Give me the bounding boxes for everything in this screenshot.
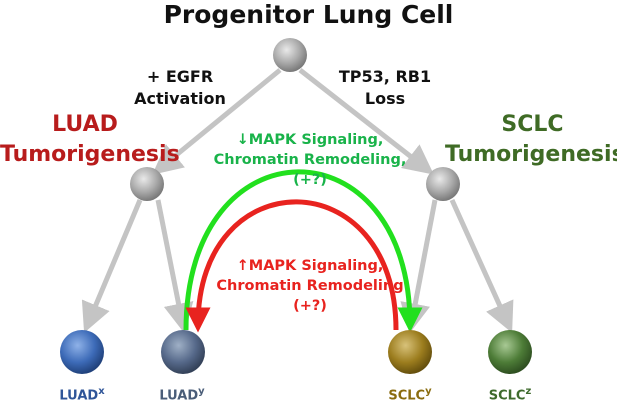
leaf-base: SCLC	[388, 388, 426, 404]
branch-right-line1: TP53, RB1	[338, 67, 432, 86]
branch-label-left: + EGFR Activation	[110, 66, 250, 110]
luady-node	[161, 330, 205, 374]
leaf-label-sclcz: SCLCz	[480, 386, 540, 403]
leaf-base: LUAD	[159, 388, 199, 404]
luadx-node	[60, 330, 104, 374]
branch-left-line1: + EGFR	[146, 67, 214, 86]
red-line3: (+?)	[293, 298, 327, 314]
sclcy-node	[388, 330, 432, 374]
leaf-base: LUAD	[59, 388, 99, 404]
arc-green-luad-to-sclc	[183, 169, 423, 333]
green-line2: Chromatin Remodeling,	[213, 152, 407, 168]
red-line2: Chromatin Remodeling	[216, 278, 404, 294]
lineage-arrows	[81, 68, 514, 334]
sclc-tumorigenesis-label: SCLC Tumorigenesis	[445, 110, 617, 170]
leaf-sup: x	[98, 386, 105, 397]
leaf-sup: z	[525, 386, 532, 397]
branch-label-right: TP53, RB1 Loss	[330, 66, 440, 110]
luad-tumorigenesis-label: LUAD Tumorigenesis	[0, 110, 180, 170]
branch-right-line2: Loss	[364, 89, 406, 108]
arrow-luad-to-luadx	[81, 199, 143, 333]
sclc-node	[426, 167, 460, 201]
green-line1: ↓MAPK Signaling,	[236, 132, 384, 148]
arrow-sclc-to-sclcy	[400, 199, 438, 334]
arrow-progenitor-to-sclc	[298, 68, 434, 175]
arc-red-sclc-to-luad	[185, 199, 399, 333]
luad-tumor-line2: Tumorigenesis	[0, 142, 180, 167]
arrow-luad-to-luady	[155, 199, 194, 334]
leaf-label-luadx: LUADx	[52, 386, 112, 403]
arrow-progenitor-to-luad	[152, 68, 282, 175]
sclcz-node	[488, 330, 532, 374]
leaf-sup: y	[425, 386, 432, 397]
luad-tumor-line1: LUAD	[52, 112, 118, 137]
green-line3: (+?)	[293, 172, 327, 188]
red-line1: ↑MAPK Signaling,	[236, 258, 384, 274]
leaf-label-sclcy: SCLCy	[380, 386, 440, 403]
luad-node	[130, 167, 164, 201]
leaf-label-luady: LUADy	[152, 386, 212, 403]
sclc-tumor-line2: Tumorigenesis	[445, 142, 617, 167]
leaf-sup: y	[198, 386, 205, 397]
sclc-tumor-line1: SCLC	[501, 112, 564, 137]
transition-label-green: ↓MAPK Signaling, Chromatin Remodeling, (…	[185, 130, 435, 190]
diagram-title: Progenitor Lung Cell	[163, 0, 454, 29]
arrow-sclc-to-sclcz	[449, 198, 514, 333]
branch-left-line2: Activation	[134, 89, 226, 108]
leaf-base: SCLC	[488, 388, 526, 404]
transition-label-red: ↑MAPK Signaling, Chromatin Remodeling (+…	[185, 256, 435, 316]
progenitor-node	[273, 38, 307, 72]
